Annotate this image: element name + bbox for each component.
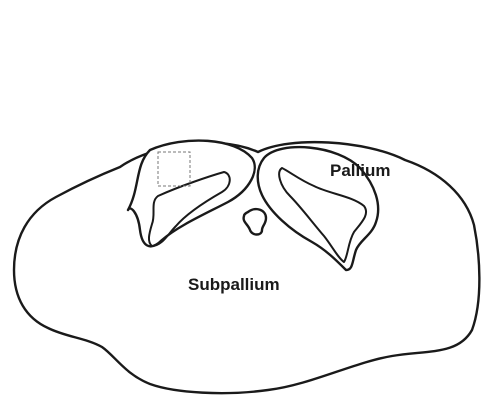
subpallium-label: Subpallium bbox=[188, 275, 280, 294]
pallium-label: Pallium bbox=[330, 161, 390, 180]
